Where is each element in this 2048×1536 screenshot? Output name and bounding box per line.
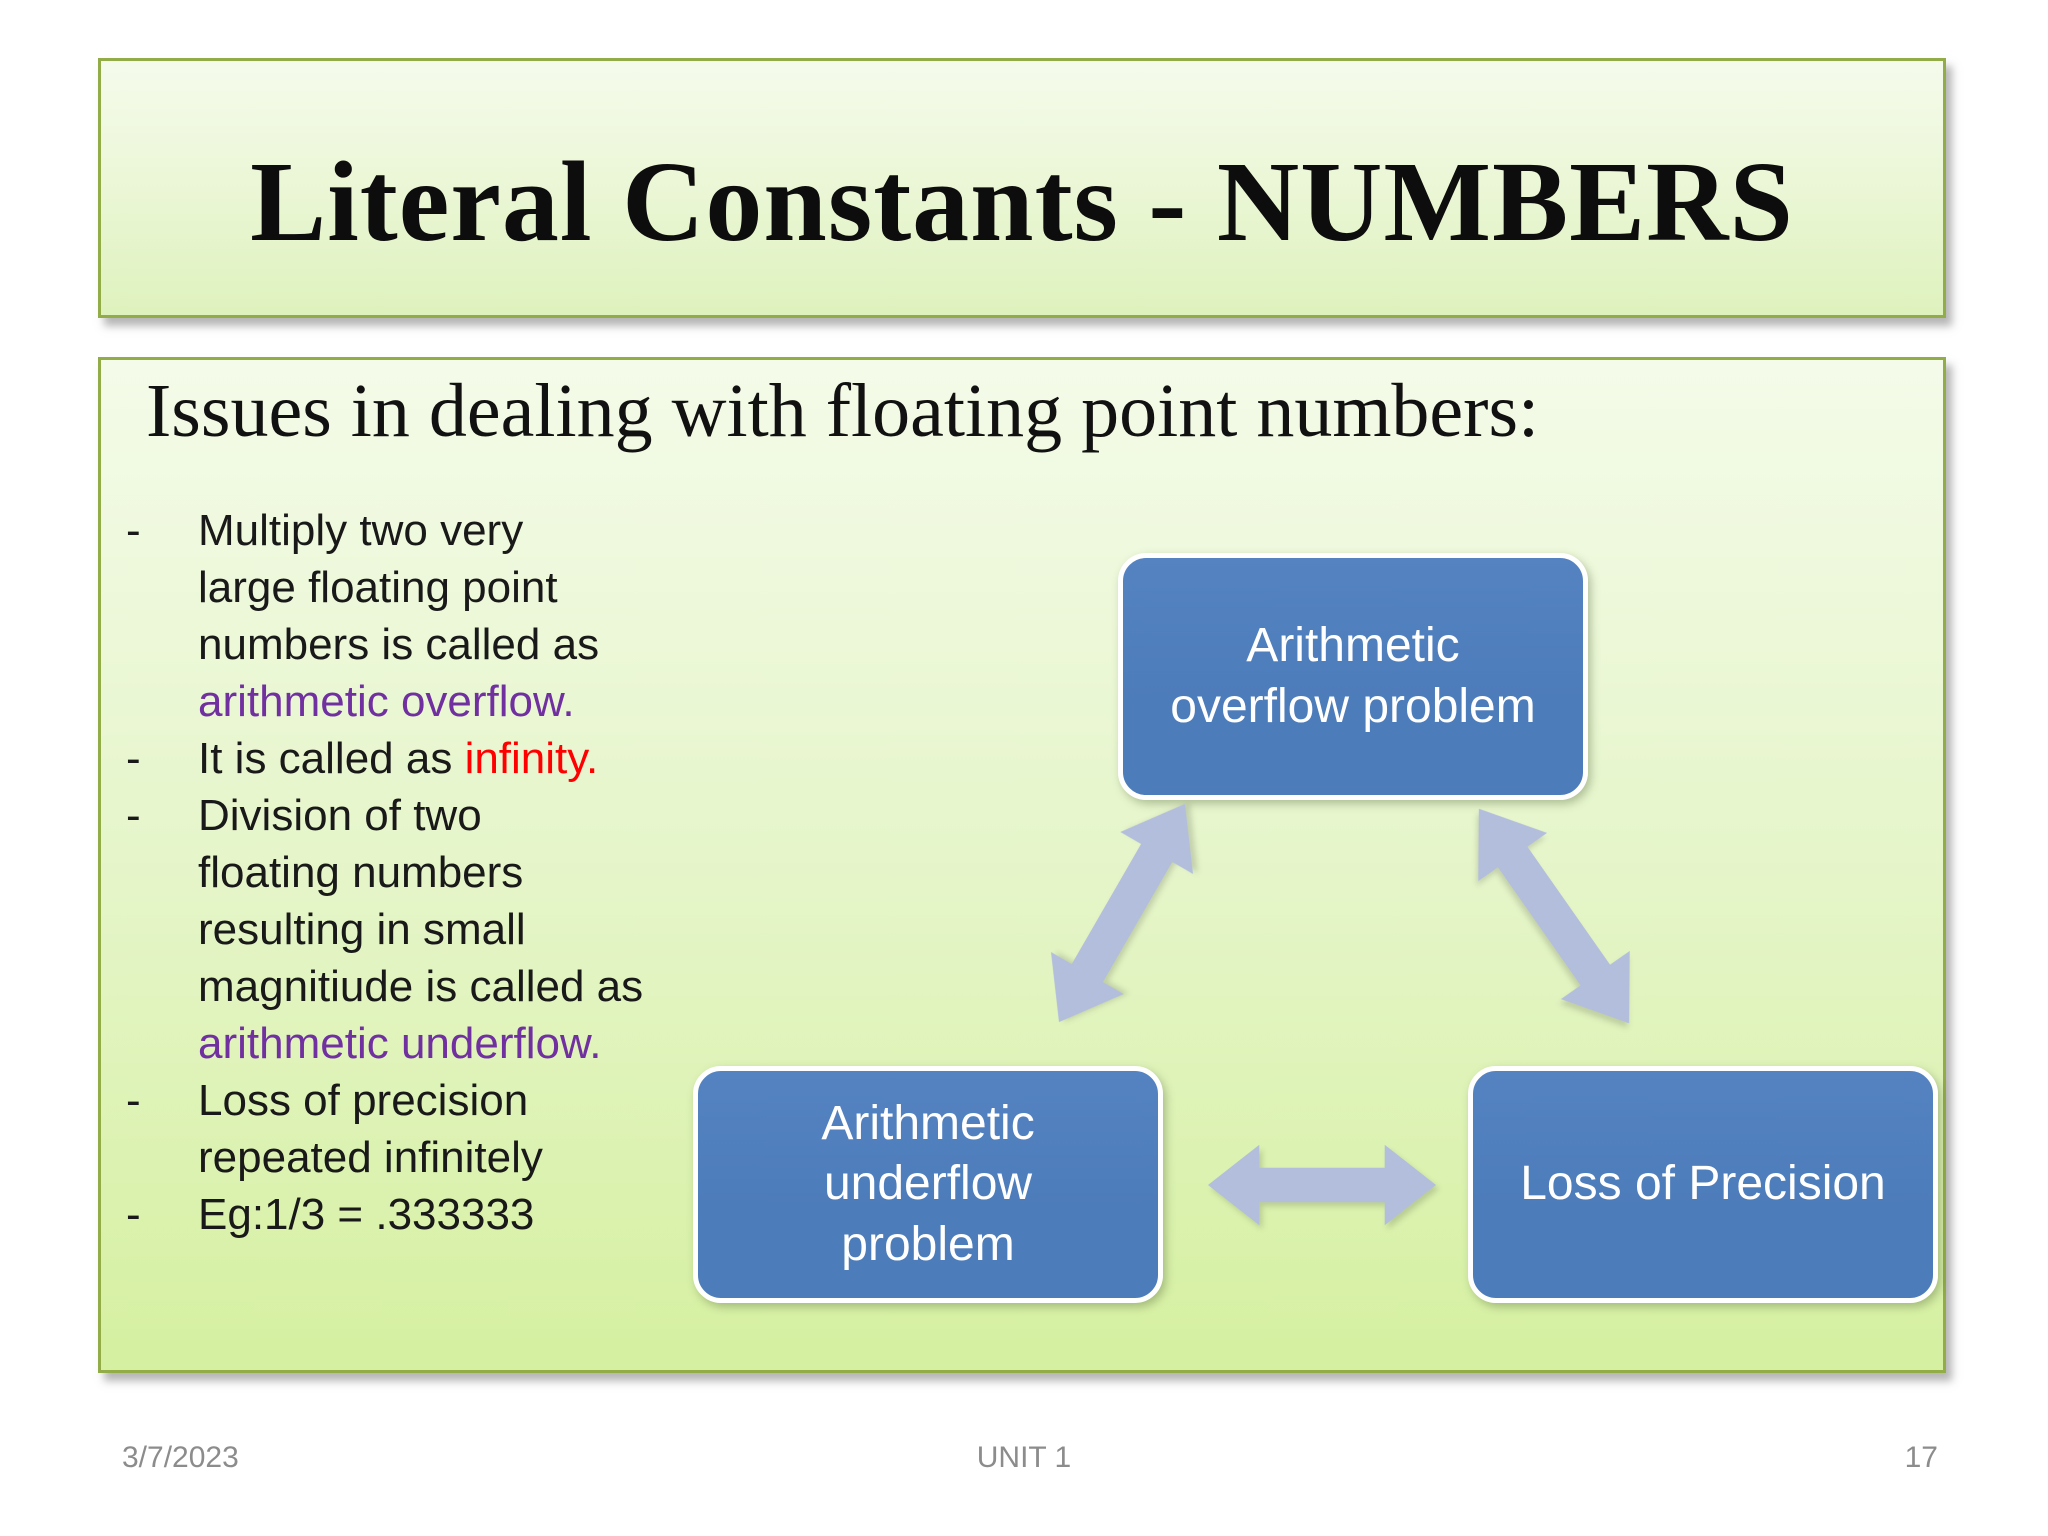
- bullet-text: It is called as infinity.: [198, 734, 599, 783]
- diagram-node-loss-of-precision: Loss of Precision: [1468, 1066, 1938, 1303]
- section-heading: Issues in dealing with floating point nu…: [146, 369, 1540, 453]
- footer-page-number: 17: [1904, 1441, 1938, 1474]
- bullet-text: Multiply two very large floating point n…: [198, 506, 600, 726]
- bullet-dash: -: [126, 506, 141, 555]
- title-box: Literal Constants - NUMBERS: [98, 58, 1946, 318]
- bullet-list: - Multiply two very large floating point …: [126, 502, 766, 1243]
- list-item: - It is called as infinity.: [126, 730, 766, 787]
- footer-date: 3/7/2023: [122, 1441, 239, 1474]
- footer-unit-label: UNIT 1: [976, 1441, 1072, 1474]
- list-item: - Eg:1/3 = .333333: [126, 1186, 766, 1243]
- list-item: - Loss of precision repeated infinitely: [126, 1072, 766, 1186]
- diagram-node-overflow: Arithmetic overflow problem: [1118, 553, 1588, 800]
- bullet-dash: -: [126, 1190, 141, 1239]
- list-item: - Multiply two very large floating point …: [126, 502, 766, 730]
- bullet-dash: -: [126, 791, 141, 840]
- page-title: Literal Constants - NUMBERS: [250, 138, 1794, 265]
- list-item: - Division of two floating numbers result…: [126, 787, 766, 1072]
- bullet-dash: -: [126, 734, 141, 783]
- bullet-text: Loss of precision repeated infinitely: [198, 1076, 543, 1182]
- content-box: Issues in dealing with floating point nu…: [98, 357, 1946, 1373]
- double-arrow-icon: [1440, 781, 1669, 1051]
- diagram-node-underflow: Arithmetic underflow problem: [693, 1066, 1163, 1303]
- bullet-text: Eg:1/3 = .333333: [198, 1190, 535, 1239]
- bullet-text: Division of two floating numbers resulti…: [198, 791, 644, 1068]
- double-arrow-icon: [1017, 780, 1226, 1046]
- bullet-dash: -: [126, 1076, 141, 1125]
- double-arrow-icon: [1208, 1139, 1436, 1231]
